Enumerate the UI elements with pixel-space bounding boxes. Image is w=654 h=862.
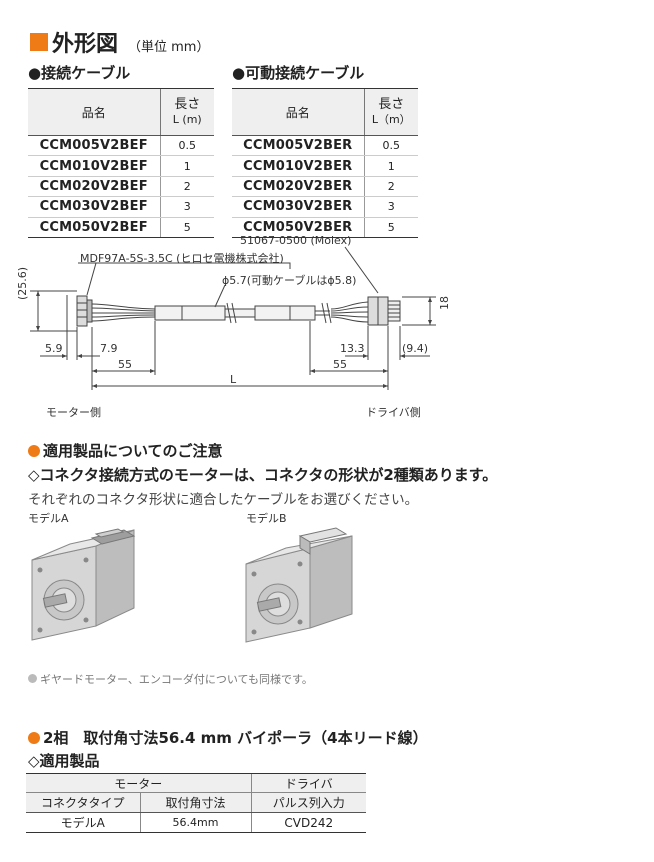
applicable-title: 2相 取付角寸法56.4 mm バイポーラ（4本リード線）	[28, 727, 428, 748]
dim-55-left: 55	[118, 358, 132, 371]
geared-motor-note: ギヤードモーター、エンコーダ付についても同様です。	[28, 671, 313, 687]
model-b-label: モデルB	[246, 512, 287, 525]
motor-connector-label: MDF97A-5S-3.5C (ヒロセ電機株式会社)	[80, 252, 284, 265]
notice-line1: ◇コネクタ接続方式のモーターは、コネクタの形状が2種類あります。	[28, 466, 498, 484]
unit-label: （単位 mm）	[128, 40, 210, 55]
dim-5-9: 5.9	[45, 342, 63, 355]
motor-model-b-image	[245, 527, 353, 643]
dim-55-right: 55	[333, 358, 347, 371]
motor-side-label: モーター側	[46, 406, 101, 419]
page-title: 外形図	[52, 32, 119, 57]
dim-13-3: 13.3	[340, 342, 365, 355]
dim-height-right: 18	[438, 296, 451, 310]
dim-height-left: (25.6)	[16, 266, 29, 300]
connection-cable-subtitle: ●接続ケーブル	[28, 64, 131, 82]
flex-cable-subtitle: ●可動接続ケーブル	[232, 64, 365, 82]
motor-connector-shape	[76, 295, 88, 327]
dim-7-9: 7.9	[100, 342, 118, 355]
heading-square-icon	[30, 33, 48, 51]
gray-bullet-icon	[28, 674, 37, 683]
cable-diameter-label: ϕ5.7(可動ケーブルはϕ5.8)	[222, 274, 357, 287]
dim-L: L	[230, 373, 237, 386]
driver-side-label: ドライバ側	[366, 406, 421, 419]
applicable-product-table: モーター ドライバ コネクタタイプ 取付角寸法 パルス列入力 モデルA 56.4…	[26, 773, 366, 833]
column-header-name: 品名	[232, 88, 364, 136]
dim-9-4: (9.4)	[402, 342, 429, 355]
column-header-length: 長さ L（m）	[363, 88, 418, 136]
orange-bullet-icon	[28, 732, 40, 744]
header-motor: モーター	[26, 773, 251, 793]
orange-bullet-icon	[28, 445, 40, 457]
notice-line2: それぞれのコネクタ形状に適合したケーブルをお選びください。	[28, 492, 419, 508]
column-header-length: 長さ L (m)	[159, 88, 214, 136]
table-row: モデルA 56.4mm CVD242	[26, 812, 366, 833]
column-header-name: 品名	[28, 88, 160, 136]
column-connector-type: コネクタタイプ	[26, 792, 140, 813]
column-mount-size: 取付角寸法	[139, 792, 251, 813]
applicable-subtitle: ◇適用製品	[28, 752, 100, 770]
header-driver: ドライバ	[250, 773, 366, 793]
notice-title: 適用製品についてのご注意	[28, 440, 223, 461]
column-pulse-input: パルス列入力	[250, 792, 366, 813]
driver-connector-label: 51067-0500 (Molex)	[240, 234, 352, 247]
cable-dimension-drawing	[30, 246, 436, 390]
model-a-label: モデルA	[28, 512, 69, 525]
motor-model-a-image	[31, 528, 136, 641]
